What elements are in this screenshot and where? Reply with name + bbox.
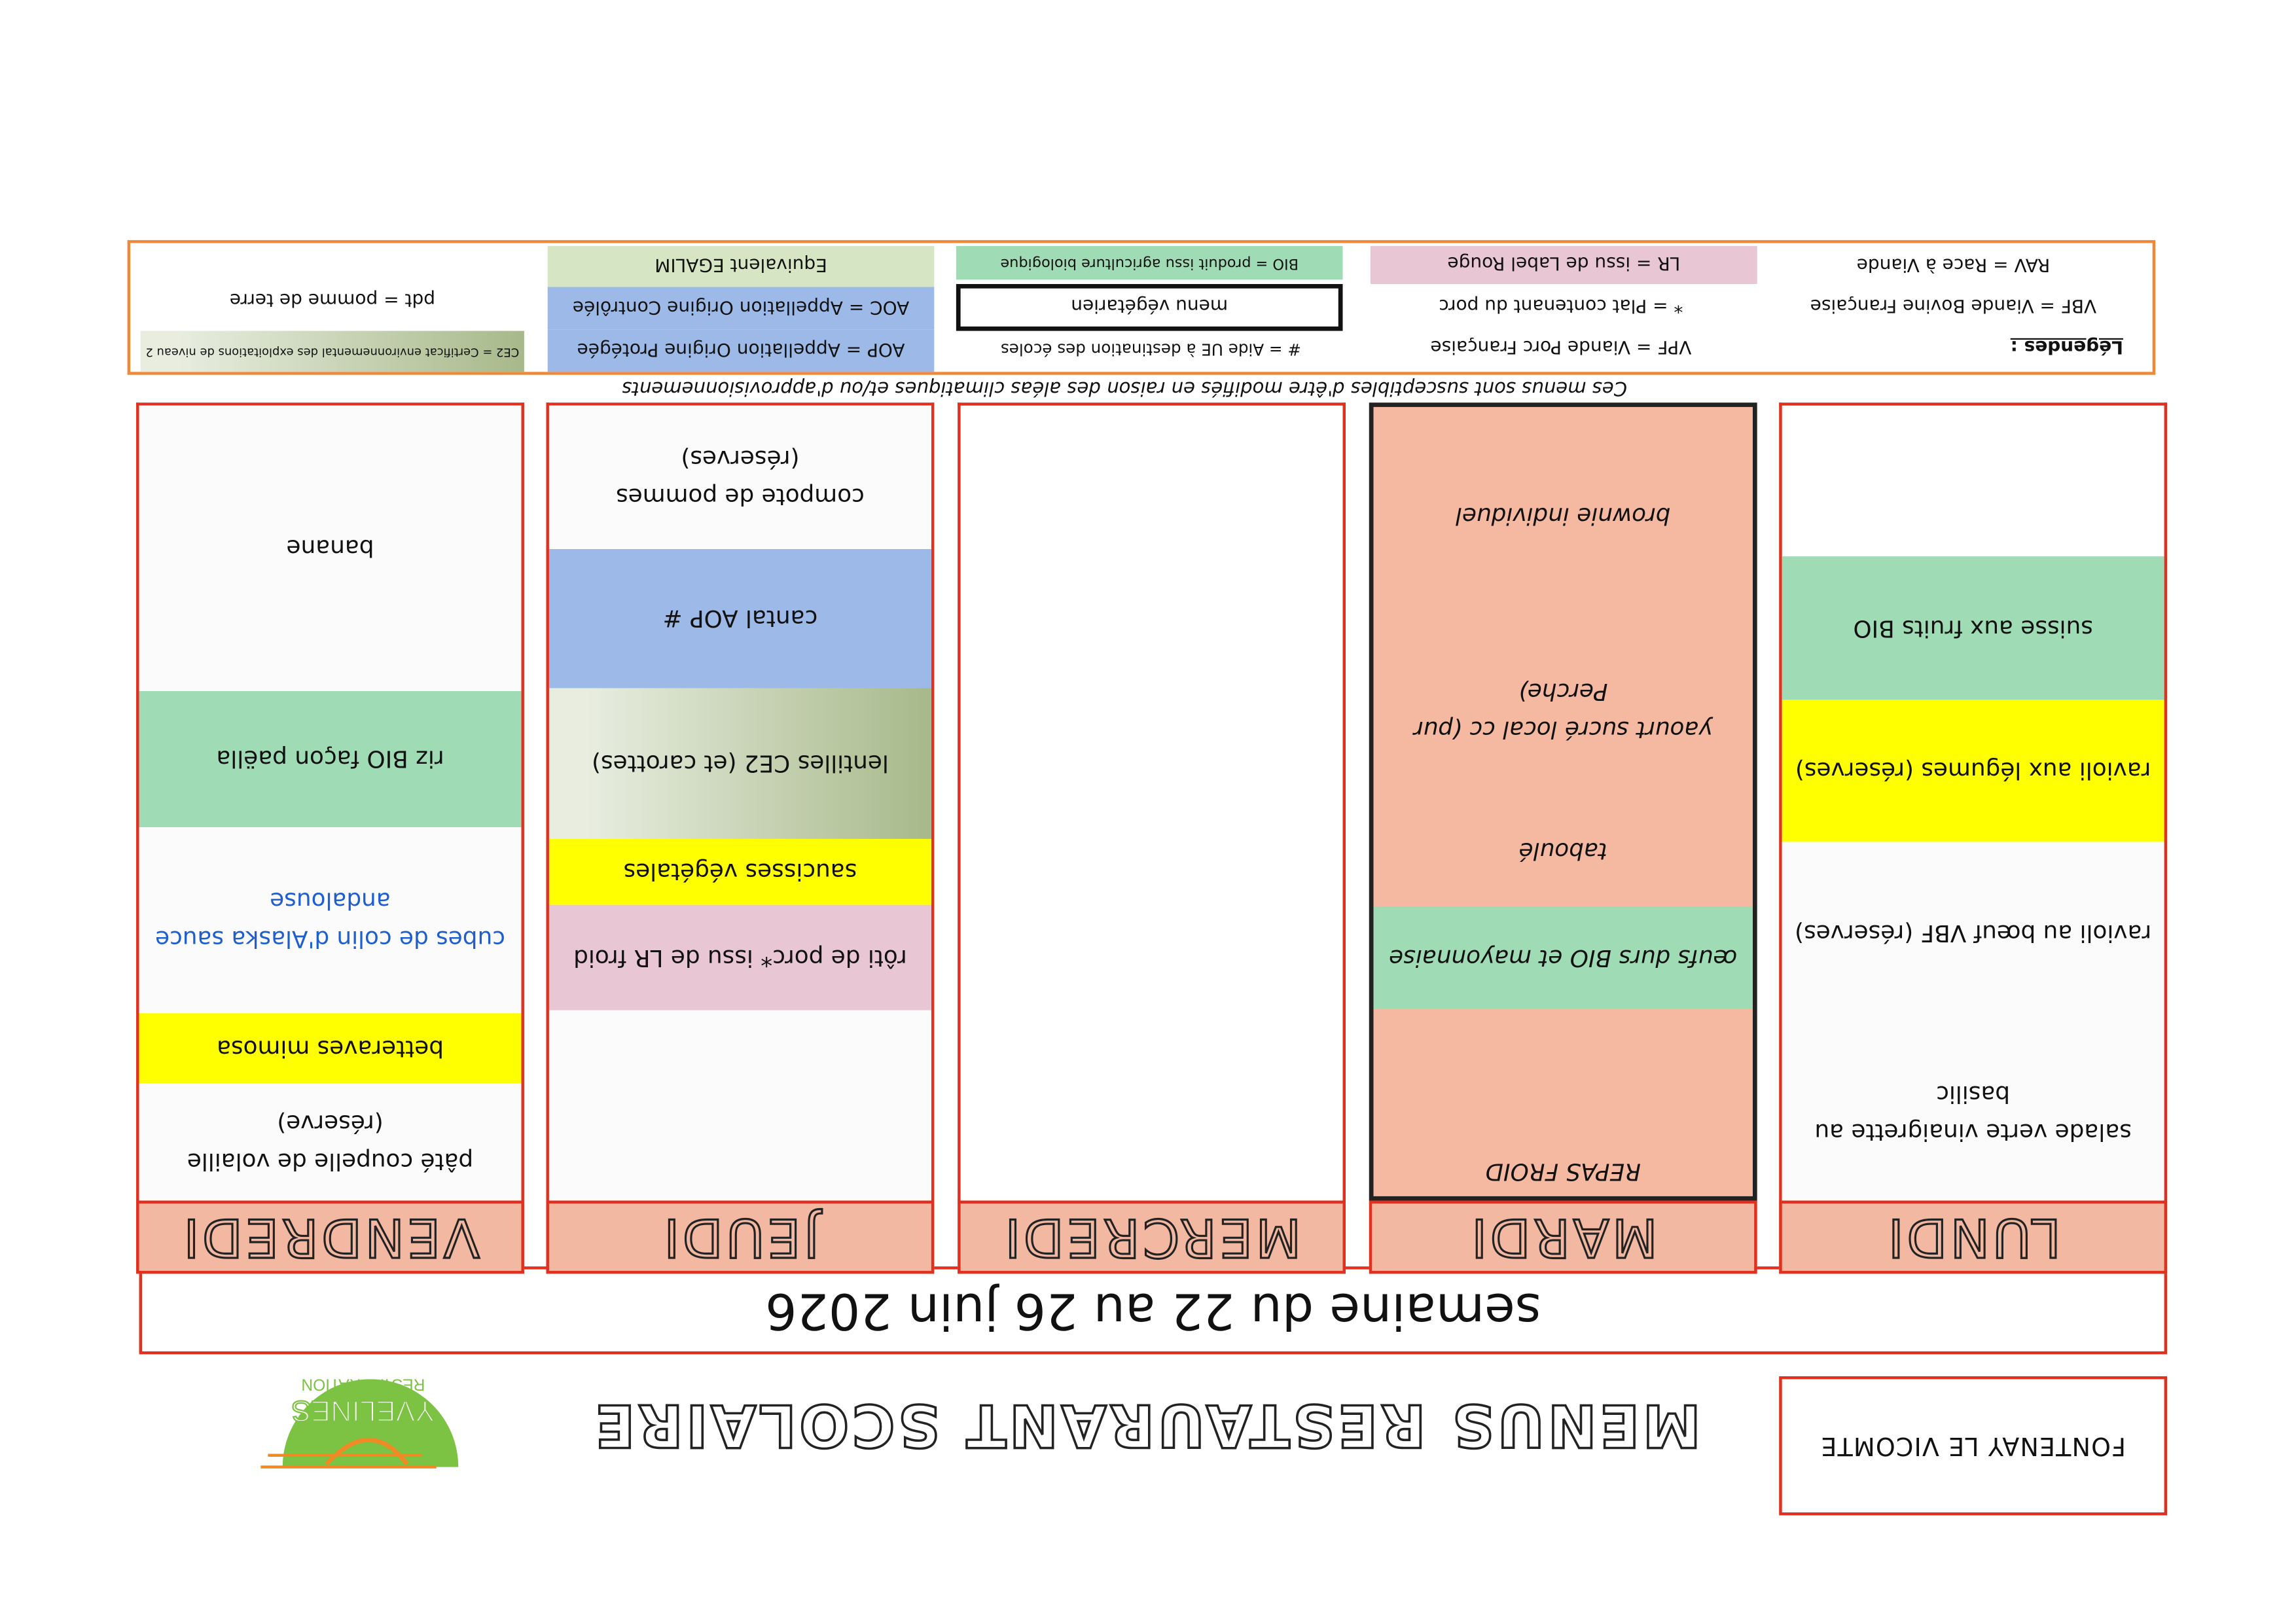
menu-item: saucisses végétales [548,838,931,905]
week-banner: semaine du 22 au 26 juin 2026 [139,1266,2168,1355]
legend-lr: LR = issu de Label Rouge [1371,245,1757,285]
legend: Légendes : VBF = Viande Bovine Française… [127,240,2156,375]
legend-aoc: AOC = Appellation Origine Contrôlée [547,287,935,330]
day-header: VENDREDI [136,1200,524,1274]
day-header: MERCREDI [958,1200,1346,1274]
menu-item: compote de pommes (réserves) [548,405,931,549]
menu-item: banane [139,405,522,691]
legend-ce2: CE2 = Certificat environnemental des exp… [140,330,524,372]
disclaimer: Ces menus sont susceptibles d'être modif… [622,376,1628,399]
day-header: JEUDI [546,1200,935,1274]
menu-item: lentilles CE2 (et carottes) [548,688,931,839]
legend-pdt: pdt = pomme de terre [229,291,435,313]
menu-item: cubes de colin d'Alaska sauce andalouse [139,827,522,1014]
day-column-mardi: MARDI REPAS FROID œufs durs BIO et mayon… [1369,402,1757,1274]
legend-vpf: VPF = Viande Porc Française [1430,337,1692,360]
legend-aop: AOP = Appellation Origine Protégée [547,329,935,372]
menu-item [1782,406,2164,556]
menu-item: yaourt sucré local cc (pur Perche) [1373,625,1753,795]
day-column-vendredi: VENDREDI pâté coupelle de volaille (rése… [136,402,524,1274]
menu-item: rôti de porc* issu de LR froid [548,904,931,1010]
menu-item: suisse aux fruits BIO [1782,556,2164,700]
menu-item: cantal AOP # [548,548,931,688]
legend-bio: BIO = produit issu agriculture biologiqu… [956,245,1343,280]
meal-note: REPAS FROID [1373,1008,1753,1196]
day-column-jeudi: JEUDI rôti de porc* issu de LR froid sau… [546,402,935,1274]
legend-vegetarian: menu végétarien [956,284,1343,331]
logo-text: YVELINES [291,1395,435,1427]
menu-item: ravioli aux légumes (réserves) [1782,700,2164,842]
legend-title: Légendes : [2010,337,2123,360]
logo-subtext: RESTAURATION [301,1375,425,1393]
day-header: MARDI [1369,1200,1757,1274]
menu-item: ravioli au bœuf VBF (réserves) [1782,842,2164,1026]
menu-item [548,1010,931,1201]
menu-item: brownie individuel [1373,406,1753,626]
legend-porc: * = Plat contenant du porc [1439,296,1683,319]
day-column-lundi: LUNDI salade verte vinaigrette au basili… [1779,402,2168,1274]
menu-item: œufs durs BIO et mayonnaise [1373,906,1753,1009]
legend-egalim: Equivalent EGALIM [547,245,935,287]
school-name: FONTENAY LE VICOMTE [1779,1376,2168,1516]
day-column-mercredi: MERCREDI [958,402,1346,1274]
menu-item: betteraves mimosa [139,1013,522,1084]
menu-item: salade verte vinaigrette au basilic [1782,1025,2164,1201]
legend-rav: RAV = Race à Viande [1856,255,2051,277]
page-title: MENUS RESTAURANT SCOLAIRE [591,1390,1702,1459]
menu-item: pâté coupelle de volaille (réserve) [139,1083,522,1201]
legend-ue: # = Aide UE à destination des écoles [1000,340,1301,360]
legend-vbf: VBF = Viande Bovine Française [1810,296,2097,319]
yvelines-logo: YVELINES RESTAURATION [260,1372,465,1525]
menu-item: riz BIO façon paëlla [139,690,522,828]
day-header: LUNDI [1779,1200,2168,1274]
menu-item: taboulé [1373,794,1753,906]
